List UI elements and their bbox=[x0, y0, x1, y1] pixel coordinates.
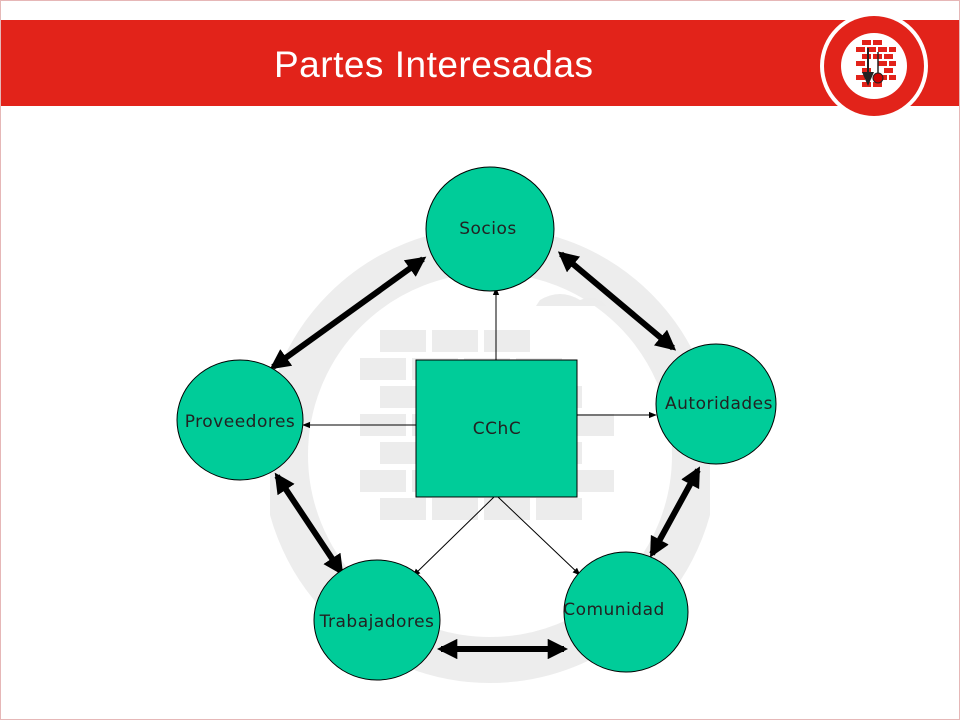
thick-arrow-trabajadores-proveedores bbox=[274, 472, 344, 576]
node-cchc bbox=[415, 359, 578, 498]
label-autoridades: Autoridades bbox=[665, 394, 773, 414]
thick-arrow-proveedores-socios bbox=[269, 256, 427, 370]
thin-arrow-comunidad bbox=[497, 496, 581, 576]
node-autoridades bbox=[655, 343, 777, 465]
label-proveedores: Proveedores bbox=[184, 412, 296, 432]
thin-arrow-trabajadores bbox=[412, 496, 495, 577]
label-comunidad: Comunidad bbox=[563, 600, 665, 620]
node-socios bbox=[425, 166, 555, 292]
thick-arrow-socios-autoridades bbox=[557, 251, 677, 351]
label-trabajadores: Trabajadores bbox=[319, 612, 435, 632]
thick-arrow-autoridades-comunidad bbox=[649, 466, 701, 558]
label-cchc: CChC bbox=[472, 419, 522, 439]
slide-title: Partes Interesadas bbox=[274, 44, 594, 85]
node-comunidad bbox=[563, 551, 689, 673]
header-bar bbox=[0, 20, 960, 106]
node-proveedores bbox=[176, 359, 304, 481]
header-divider bbox=[0, 106, 960, 108]
ccc-logo-icon bbox=[820, 12, 928, 120]
node-trabajadores bbox=[313, 559, 441, 681]
label-socios: Socios bbox=[459, 219, 517, 239]
